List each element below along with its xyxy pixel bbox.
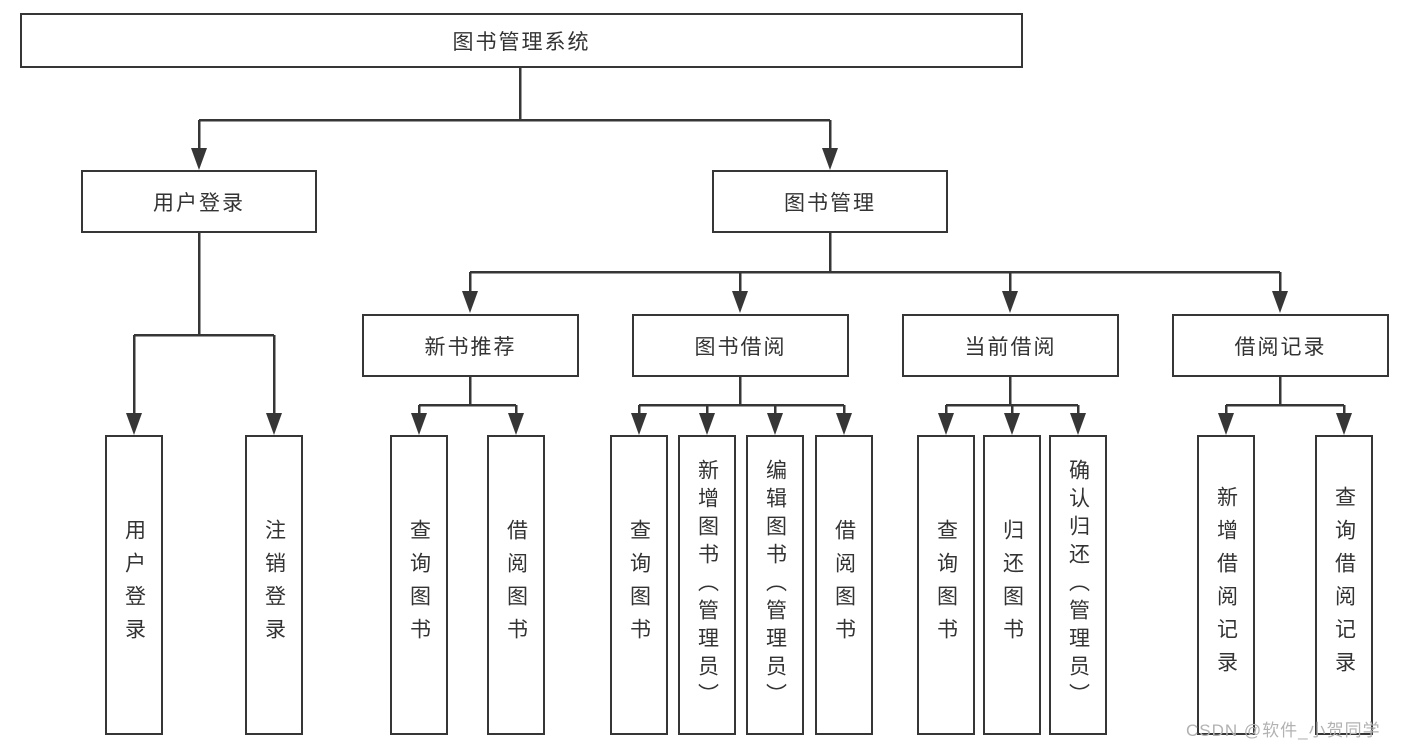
arrowhead — [126, 413, 142, 435]
leaf-label: 查询图书 — [934, 519, 958, 651]
leaf-label: 注销登录 — [262, 519, 286, 651]
arrowhead — [1002, 291, 1018, 313]
connector-book-management-children — [468, 233, 1282, 294]
leaf-label: 借阅图书 — [832, 519, 856, 651]
arrowhead — [266, 413, 282, 435]
arrowhead — [191, 148, 207, 170]
arrowhead — [1004, 413, 1020, 435]
arrowhead — [938, 413, 954, 435]
arrowhead — [508, 413, 524, 435]
leaf-label: 查询图书 — [627, 519, 651, 651]
leaf-edit-books-admin: 编辑图书（管理员） — [746, 435, 804, 735]
leaf-user-login: 用户登录 — [105, 435, 163, 735]
leaf-label: 归还图书 — [1000, 519, 1024, 651]
leaf-return-books: 归还图书 — [983, 435, 1041, 735]
arrowhead — [1272, 291, 1288, 313]
leaf-add-books-admin: 新增图书（管理员） — [678, 435, 736, 735]
arrowhead — [1070, 413, 1086, 435]
arrowhead — [836, 413, 852, 435]
connector-user-login-children — [132, 233, 276, 416]
arrowhead — [631, 413, 647, 435]
node-current-borrow: 当前借阅 — [902, 314, 1119, 377]
connector-new-book-children — [417, 377, 518, 416]
leaf-label: 查询借阅记录 — [1332, 486, 1356, 684]
leaf-add-borrow-record: 新增借阅记录 — [1197, 435, 1255, 735]
leaf-label: 编辑图书（管理员） — [763, 459, 787, 711]
leaf-borrow-books: 借阅图书 — [815, 435, 873, 735]
node-book-management: 图书管理 — [712, 170, 948, 233]
connector-book-borrow-children — [637, 377, 846, 416]
arrowhead — [411, 413, 427, 435]
connector-arrowheads — [126, 148, 1352, 435]
arrowhead — [732, 291, 748, 313]
leaf-label: 新增借阅记录 — [1214, 486, 1238, 684]
node-borrow-record: 借阅记录 — [1172, 314, 1389, 377]
arrowhead — [1336, 413, 1352, 435]
arrowhead — [462, 291, 478, 313]
leaf-label: 查询图书 — [407, 519, 431, 651]
leaf-label: 借阅图书 — [504, 519, 528, 651]
leaf-borrow-books-recommend: 借阅图书 — [487, 435, 545, 735]
arrowhead — [767, 413, 783, 435]
leaf-query-borrow-record: 查询借阅记录 — [1315, 435, 1373, 735]
leaf-query-books-borrow: 查询图书 — [610, 435, 668, 735]
leaf-query-books-recommend: 查询图书 — [390, 435, 448, 735]
connector-current-borrow-children — [944, 377, 1080, 416]
arrowhead — [699, 413, 715, 435]
node-user-login: 用户登录 — [81, 170, 317, 233]
leaf-label: 新增图书（管理员） — [695, 459, 719, 711]
node-root-system: 图书管理系统 — [20, 13, 1023, 68]
arrowhead — [822, 148, 838, 170]
leaf-logout: 注销登录 — [245, 435, 303, 735]
node-book-borrow: 图书借阅 — [632, 314, 849, 377]
node-new-book-recommend: 新书推荐 — [362, 314, 579, 377]
leaf-label: 确认归还（管理员） — [1066, 459, 1090, 711]
leaf-label: 用户登录 — [122, 519, 146, 651]
connector-root-to-level2 — [197, 68, 832, 152]
csdn-watermark: CSDN @软件_小贺同学 — [1186, 721, 1381, 740]
leaf-query-books-current: 查询图书 — [917, 435, 975, 735]
connector-borrow-record-children — [1224, 377, 1346, 416]
connector-lines — [132, 68, 1346, 416]
arrowhead — [1218, 413, 1234, 435]
leaf-confirm-return-admin: 确认归还（管理员） — [1049, 435, 1107, 735]
